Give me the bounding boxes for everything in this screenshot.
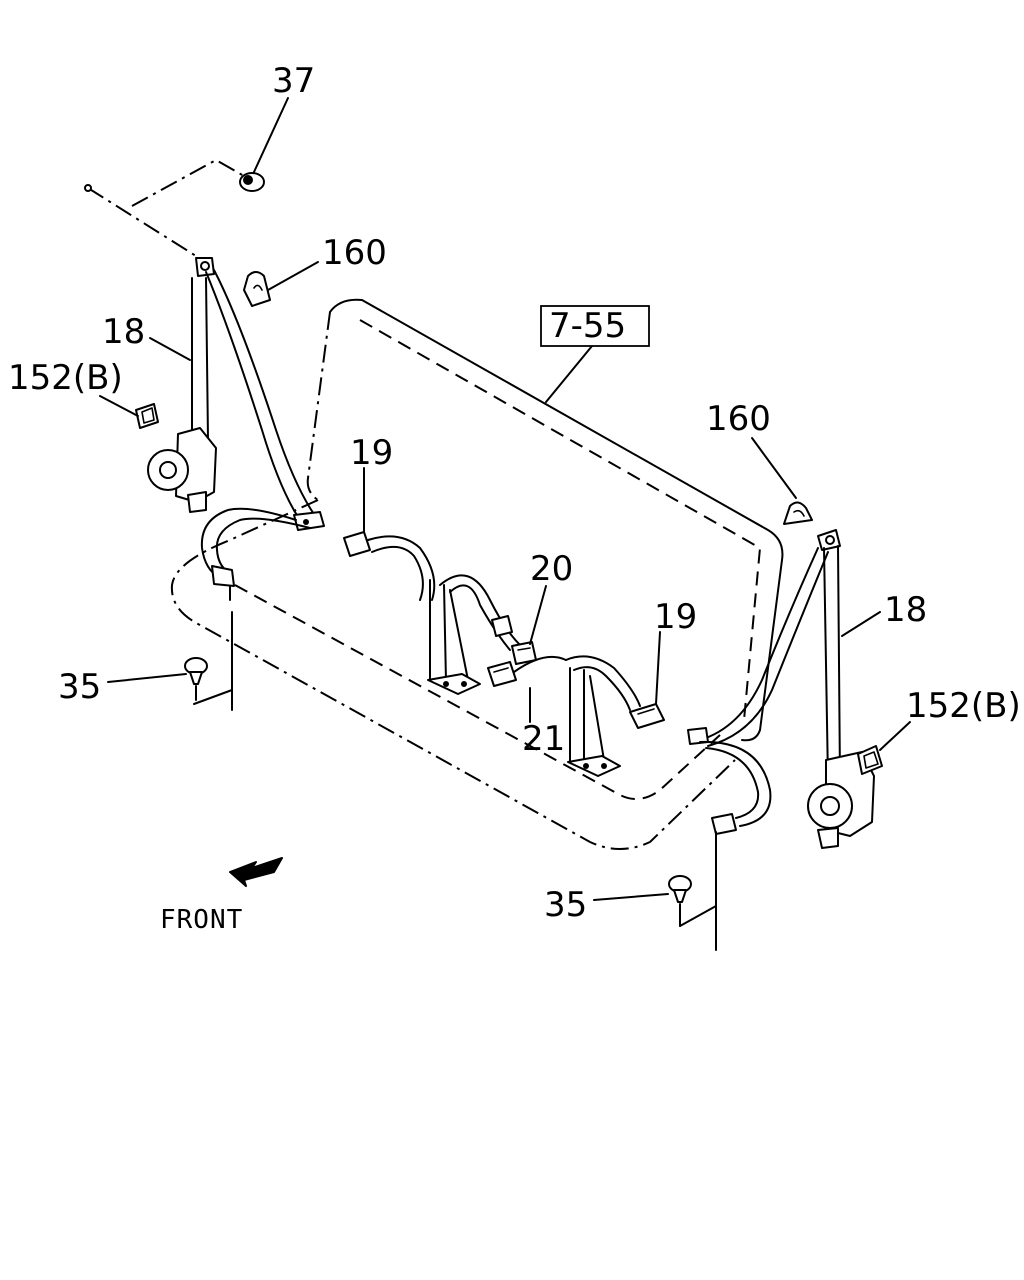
buckle-21 [487, 661, 517, 687]
callout-7-55: 7-55 [549, 306, 626, 346]
callout-18-left: 18 [102, 312, 145, 352]
callout-152b-left: 152(B) [8, 358, 123, 398]
leader-lines [99, 97, 911, 901]
front-direction-indicator: FRONT [160, 857, 283, 935]
callout-160-left: 160 [322, 233, 387, 273]
clip-35-left [184, 657, 233, 705]
callout-18-right: 18 [884, 590, 927, 630]
left-retractor-assembly [147, 257, 325, 711]
callout-labels: 37 160 18 152(B) 19 7-55 160 18 20 19 15… [8, 61, 1021, 925]
buckle-19-right [629, 703, 665, 729]
callout-160-right: 160 [706, 399, 771, 439]
clip-35-right [668, 875, 717, 927]
rear-seat-outline [170, 298, 784, 850]
front-arrow-icon [229, 857, 283, 887]
right-retractor-assembly [687, 501, 883, 951]
callout-35-right: 35 [544, 885, 587, 925]
callout-20: 20 [530, 549, 573, 589]
callout-35-left: 35 [58, 667, 101, 707]
bolt-37 [239, 172, 265, 192]
guide-160-right [783, 501, 813, 525]
guide-160-left [243, 271, 271, 307]
cover-152b-right [857, 745, 883, 775]
left-upper-hardware [84, 158, 271, 429]
callout-37: 37 [272, 61, 315, 101]
callout-19-right: 19 [654, 597, 697, 637]
front-label: FRONT [160, 905, 243, 935]
callout-19-left: 19 [350, 433, 393, 473]
callout-152b-right: 152(B) [906, 686, 1021, 726]
reference-box [540, 305, 650, 347]
center-buckle-assembly [343, 531, 665, 777]
callout-21: 21 [522, 719, 565, 759]
cover-152b-left [135, 403, 159, 429]
